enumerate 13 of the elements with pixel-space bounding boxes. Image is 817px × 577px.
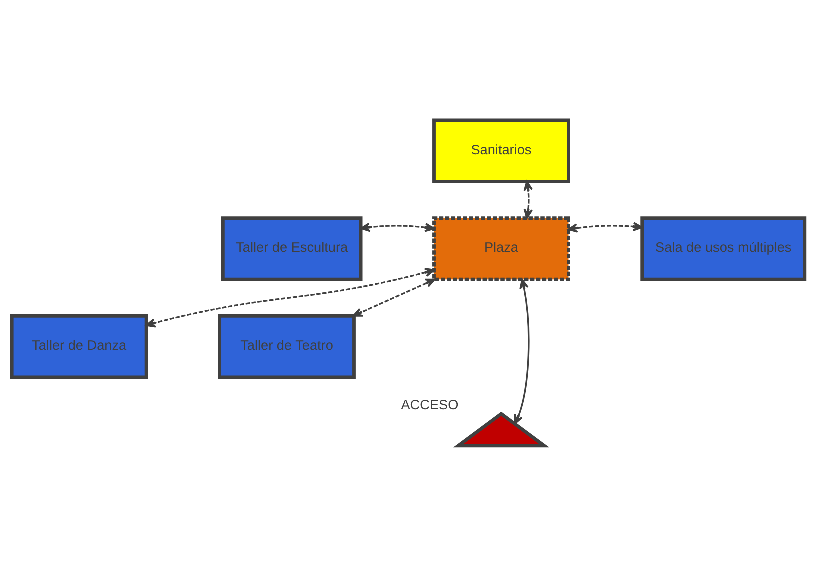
node-box: Sanitarios xyxy=(432,118,570,184)
arrow xyxy=(146,268,436,328)
node-box: Taller de Teatro xyxy=(218,314,356,380)
arrow xyxy=(352,278,436,317)
arrow xyxy=(514,279,530,425)
arrow xyxy=(568,222,644,233)
node-label: ACCESO xyxy=(401,398,459,413)
node-box: Taller de Danza xyxy=(10,314,148,380)
node-box: Plaza xyxy=(432,216,570,282)
node-box: Taller de Escultura xyxy=(221,216,363,282)
arrow xyxy=(524,180,534,220)
node-box: Sala de usos múltiples xyxy=(640,216,807,282)
arrow xyxy=(360,222,435,232)
